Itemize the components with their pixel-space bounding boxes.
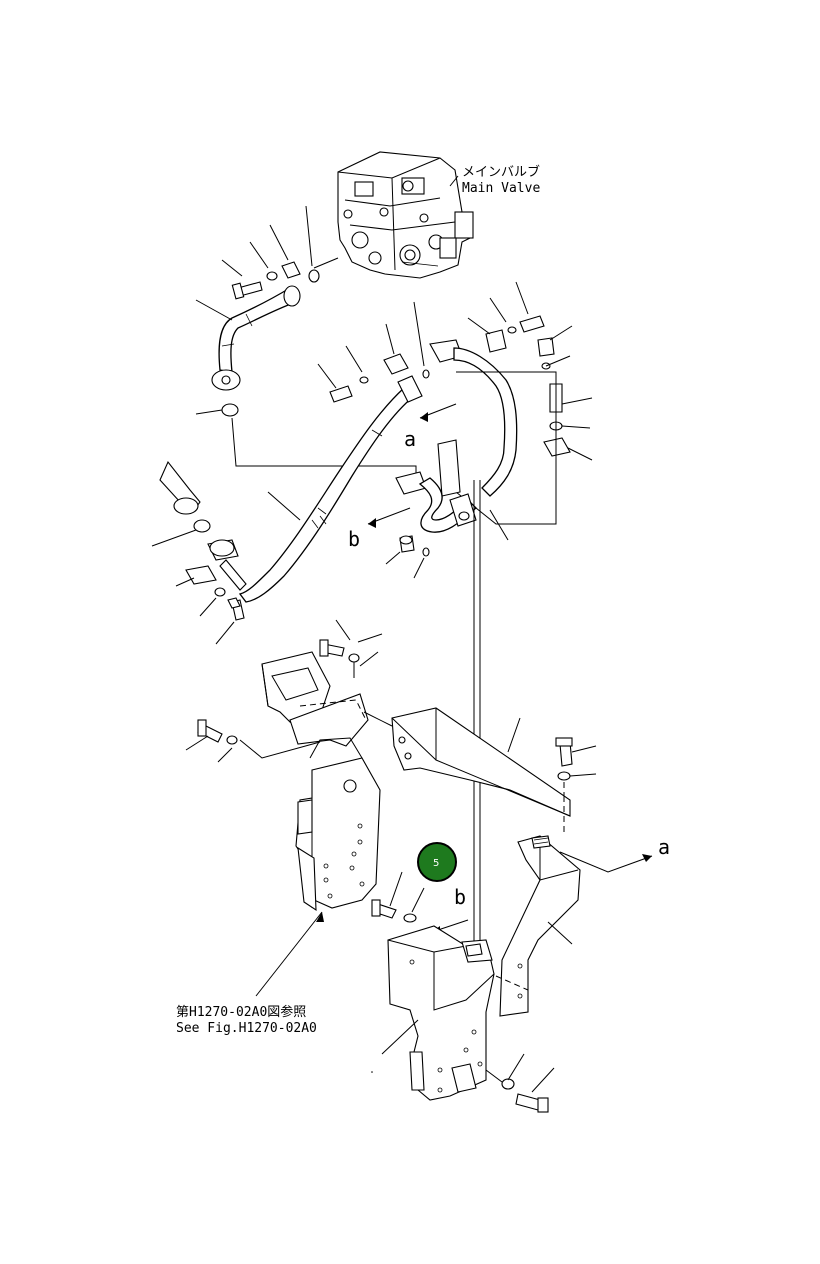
ref-label-en: See Fig.H1270-02A0 — [176, 1021, 317, 1036]
bolts-left-bracket — [185, 719, 321, 763]
bolt-bottom — [485, 1053, 555, 1113]
right-support-bracket — [495, 835, 653, 1017]
label-b-upper: b — [348, 527, 360, 551]
label-a-lower: a — [658, 835, 670, 859]
small-dot — [371, 1071, 373, 1073]
long-cross-bracket — [363, 707, 571, 836]
left-flange-parts — [151, 460, 247, 645]
hose-upper-left — [195, 285, 301, 391]
reference-leader — [255, 911, 324, 997]
callout-marker: 5 — [417, 842, 457, 882]
o-ring-left — [221, 403, 239, 417]
bolt-center — [371, 871, 425, 923]
callout-number: 5 — [433, 858, 439, 869]
upper-bracket-box — [261, 651, 369, 747]
left-support-plate — [295, 737, 381, 912]
main-valve-label-jp: メインバルブ — [462, 164, 540, 180]
right-tube-assembly — [429, 281, 593, 525]
label-b-lower: b — [454, 885, 466, 909]
lower-mount-bracket — [381, 925, 495, 1101]
hose-long-diagonal — [238, 375, 423, 603]
ref-label-jp: 第H1270-02A0図参照 — [176, 1004, 306, 1020]
bolts-top-bracket — [319, 619, 383, 678]
label-a-upper: a — [404, 427, 416, 451]
middle-fittings — [317, 301, 457, 422]
valve-side-fittings — [221, 205, 339, 300]
bolts-right — [555, 737, 597, 800]
main-valve — [337, 151, 474, 279]
lower-tube-assembly — [367, 439, 509, 956]
main-valve-label-en: Main Valve — [462, 181, 540, 196]
callout-circle — [417, 842, 457, 882]
